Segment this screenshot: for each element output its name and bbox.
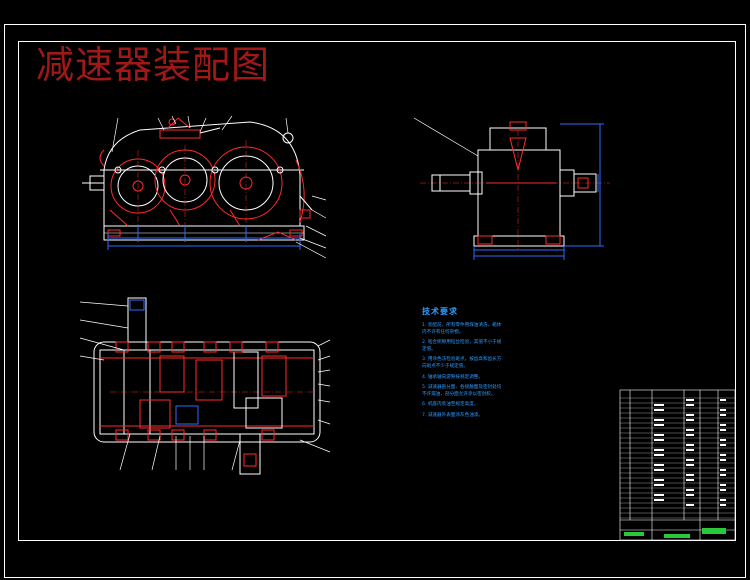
table-cell-mark [654,469,664,471]
table-cell-mark [720,469,726,471]
tech-requirement-item: 3. 用涂色法检验斑点，按齿高和齿长方向斑点不少于规定值。 [422,357,502,369]
table-cell-mark [654,479,664,481]
table-cell-mark [686,474,694,476]
table-cell-mark [720,489,726,491]
top-section-view [79,297,331,475]
outer-frame [4,24,746,578]
table-cell-mark [686,399,694,401]
table-cell-mark [686,434,694,436]
table-cell-mark [686,404,694,406]
tech-requirement-item: 5. 减速器剖分面、各接触面及密封处均不许漏油，剖分面允许涂以密封胶。 [422,385,502,397]
table-cell-mark [720,499,726,501]
table-cell-mark [654,424,664,426]
table-cell-mark [720,424,726,426]
table-cell-mark [686,489,694,491]
table-cell-mark [686,459,694,461]
inner-frame [18,41,736,541]
parts-list-table [619,389,736,541]
tech-requirement-item: 2. 啮合侧隙用铅丝检验，其值不小于规定值。 [422,340,502,352]
table-cell-mark [654,409,664,411]
table-cell-mark [686,449,694,451]
tech-requirement-item: 6. 机座内装油至规定高度。 [422,402,479,408]
tech-requirements: 技术要求 1. 装配前，所有零件用煤油清洗，箱体内不许有任何杂物。 2. 啮合侧… [422,306,504,424]
tech-requirement-item: 4. 轴承轴向游隙按规定调整。 [422,374,483,380]
table-cell-mark [686,429,694,431]
table-cell-mark [720,439,726,441]
table-cell-mark [720,454,726,456]
table-cell-mark [686,444,694,446]
table-cell-mark [654,484,664,486]
table-cell-mark [720,444,726,446]
front-view [82,115,327,259]
table-cell-mark [654,449,664,451]
table-cell-mark [686,464,694,466]
drawing-title: 减速器装配图 [36,43,271,87]
table-cell-mark [720,409,726,411]
table-cell-mark [654,419,664,421]
table-cell-mark [720,459,726,461]
table-cell-mark [720,399,726,401]
table-cell-mark [654,454,664,456]
side-view [413,117,610,260]
table-cell-mark [654,464,664,466]
tech-requirement-item: 1. 装配前，所有零件用煤油清洗，箱体内不许有任何杂物。 [422,323,502,335]
table-cell-mark [720,474,726,476]
table-cell-mark [654,439,664,441]
tech-requirement-item: 7. 减速器外表面涂灰色油漆。 [422,412,483,418]
table-cell-mark [654,494,664,496]
table-cell-mark [686,414,694,416]
table-cell-mark [686,419,694,421]
table-cell-mark [720,484,726,486]
table-cell-mark [686,504,694,506]
table-cell-mark [686,494,694,496]
table-cell-mark [654,404,664,406]
table-cell-mark [686,479,694,481]
table-cell-mark [720,429,726,431]
tech-requirements-heading: 技术要求 [422,307,458,316]
table-cell-mark [654,434,664,436]
table-cell-mark [720,414,726,416]
table-cell-mark [720,504,726,506]
table-cell-mark [654,499,664,501]
